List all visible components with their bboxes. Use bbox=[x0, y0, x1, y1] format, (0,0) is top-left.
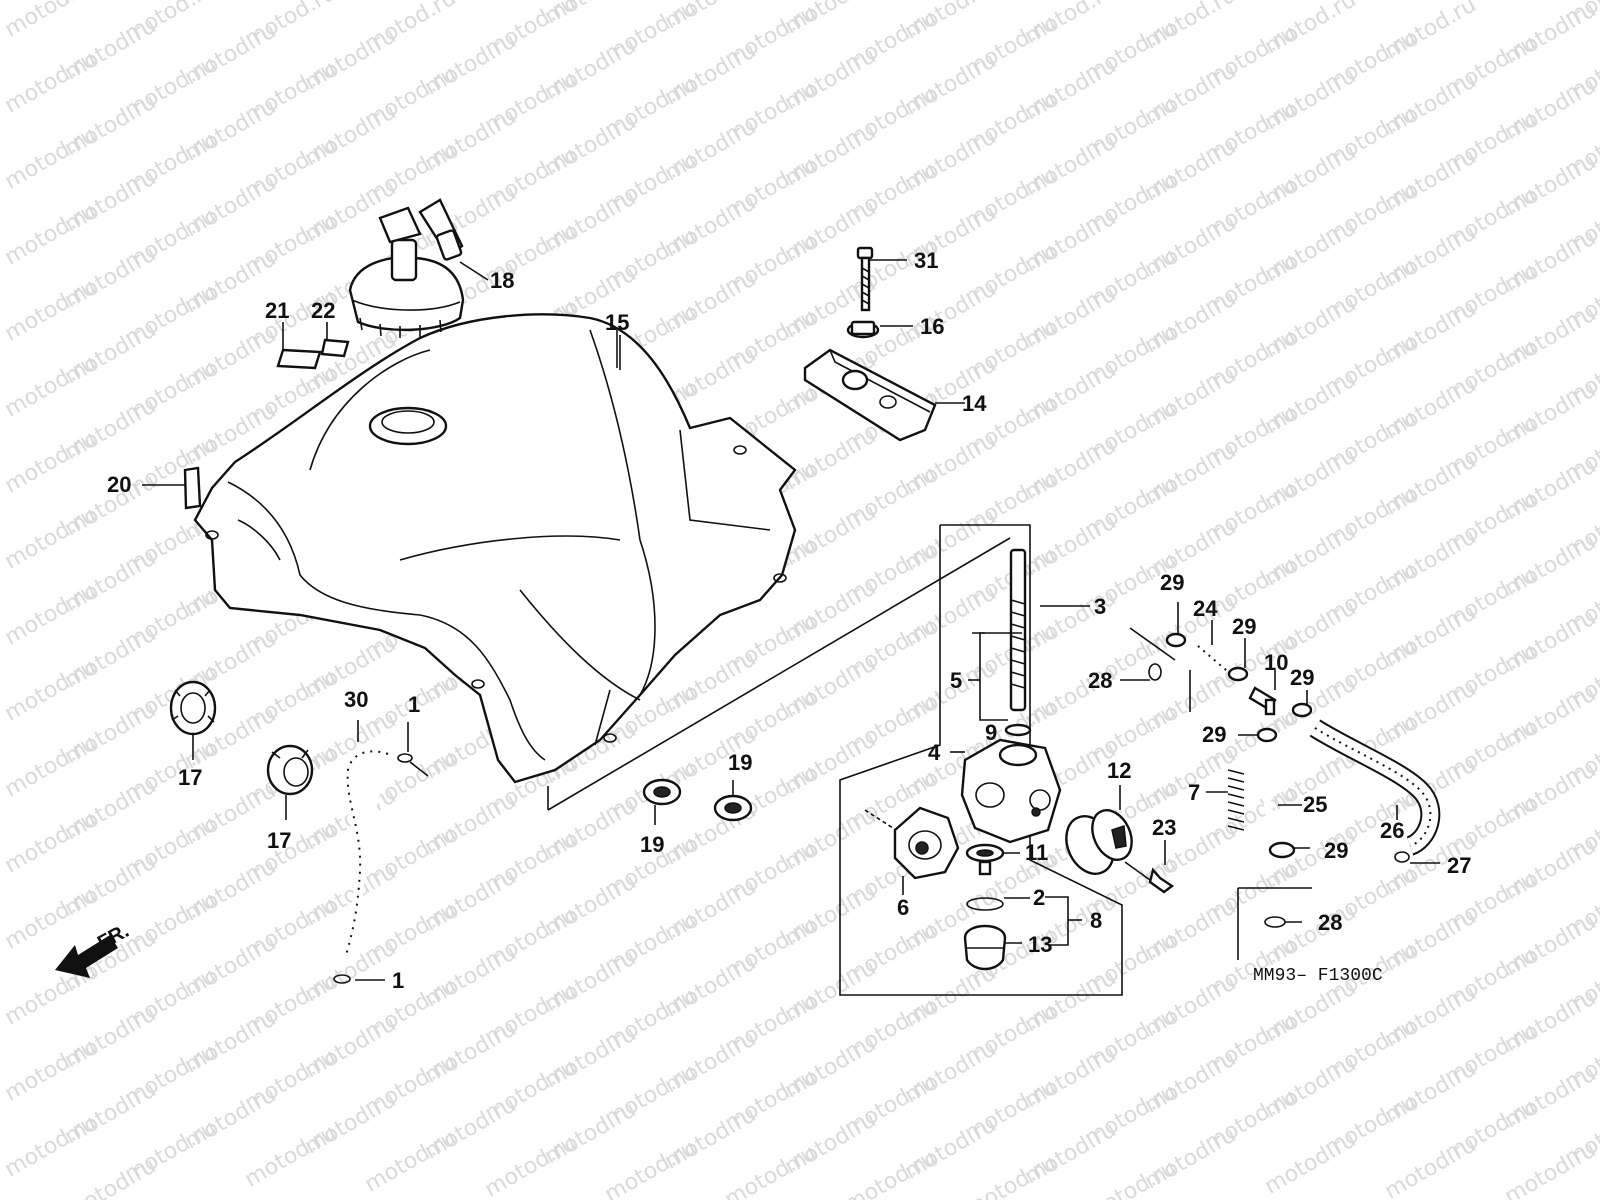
callout-12: 12 bbox=[1107, 758, 1131, 783]
callout-6: 6 bbox=[897, 895, 909, 920]
callout-17b: 17 bbox=[267, 828, 291, 853]
tank-mounting-bracket-set bbox=[803, 246, 937, 442]
valve-seals-and-cup bbox=[963, 843, 1007, 971]
callout-1b: 1 bbox=[392, 968, 404, 993]
callout-27: 27 bbox=[1447, 853, 1471, 878]
drain-hose bbox=[333, 746, 429, 984]
callout-9: 9 bbox=[985, 720, 997, 745]
callout-29a: 29 bbox=[1160, 570, 1184, 595]
callout-11: 11 bbox=[1025, 840, 1048, 865]
callout-26: 26 bbox=[1380, 818, 1404, 843]
callout-25: 25 bbox=[1303, 792, 1327, 817]
callout-31: 31 bbox=[914, 248, 938, 273]
callout-23: 23 bbox=[1152, 815, 1176, 840]
valve-knob-and-screw bbox=[1065, 809, 1175, 894]
callout-19a: 19 bbox=[640, 832, 664, 857]
callout-14: 14 bbox=[962, 391, 987, 416]
fuel-cap-with-keys bbox=[348, 198, 465, 338]
callout-29c: 29 bbox=[1290, 665, 1314, 690]
callout-29e: 29 bbox=[1324, 838, 1348, 863]
callout-15: 15 bbox=[605, 310, 629, 335]
fuel-tank bbox=[193, 313, 797, 784]
callout-28b: 28 bbox=[1318, 910, 1342, 935]
callout-7: 7 bbox=[1188, 780, 1200, 805]
callout-28a: 28 bbox=[1088, 668, 1112, 693]
valve-lever-cover bbox=[864, 806, 960, 880]
callout-19b: 19 bbox=[728, 750, 752, 775]
callout-18: 18 bbox=[490, 268, 514, 293]
front-direction-arrow: FR. bbox=[55, 920, 133, 978]
callout-17a: 17 bbox=[178, 765, 202, 790]
callout-21: 21 bbox=[265, 298, 289, 323]
fuel-strainer-pipe bbox=[1004, 548, 1032, 737]
callout-8: 8 bbox=[1090, 908, 1102, 933]
callout-29d: 29 bbox=[1202, 722, 1226, 747]
fuel-hose-group bbox=[1148, 632, 1441, 928]
decals bbox=[183, 338, 350, 510]
callout-4: 4 bbox=[928, 740, 941, 765]
callout-5: 5 bbox=[950, 668, 962, 693]
callout-3: 3 bbox=[1094, 594, 1106, 619]
callout-20: 20 bbox=[107, 472, 131, 497]
callout-29b: 29 bbox=[1232, 614, 1256, 639]
callout-30: 30 bbox=[344, 687, 368, 712]
callout-22: 22 bbox=[311, 298, 335, 323]
callout-13: 13 bbox=[1028, 932, 1052, 957]
callout-labels: 1 1 2 3 4 5 6 7 8 9 10 11 12 13 14 15 16… bbox=[107, 248, 1471, 993]
callout-24: 24 bbox=[1193, 596, 1218, 621]
callout-16: 16 bbox=[920, 314, 944, 339]
callout-2: 2 bbox=[1033, 885, 1045, 910]
leader-lines bbox=[142, 259, 1440, 981]
drawing-code: MM93– F1300C bbox=[1253, 966, 1383, 986]
callout-10: 10 bbox=[1264, 650, 1288, 675]
grommets bbox=[169, 680, 753, 822]
callout-1a: 1 bbox=[408, 692, 420, 717]
fuel-valve-assembly-outline bbox=[547, 524, 1312, 996]
fuel-valve-body bbox=[960, 738, 1062, 844]
